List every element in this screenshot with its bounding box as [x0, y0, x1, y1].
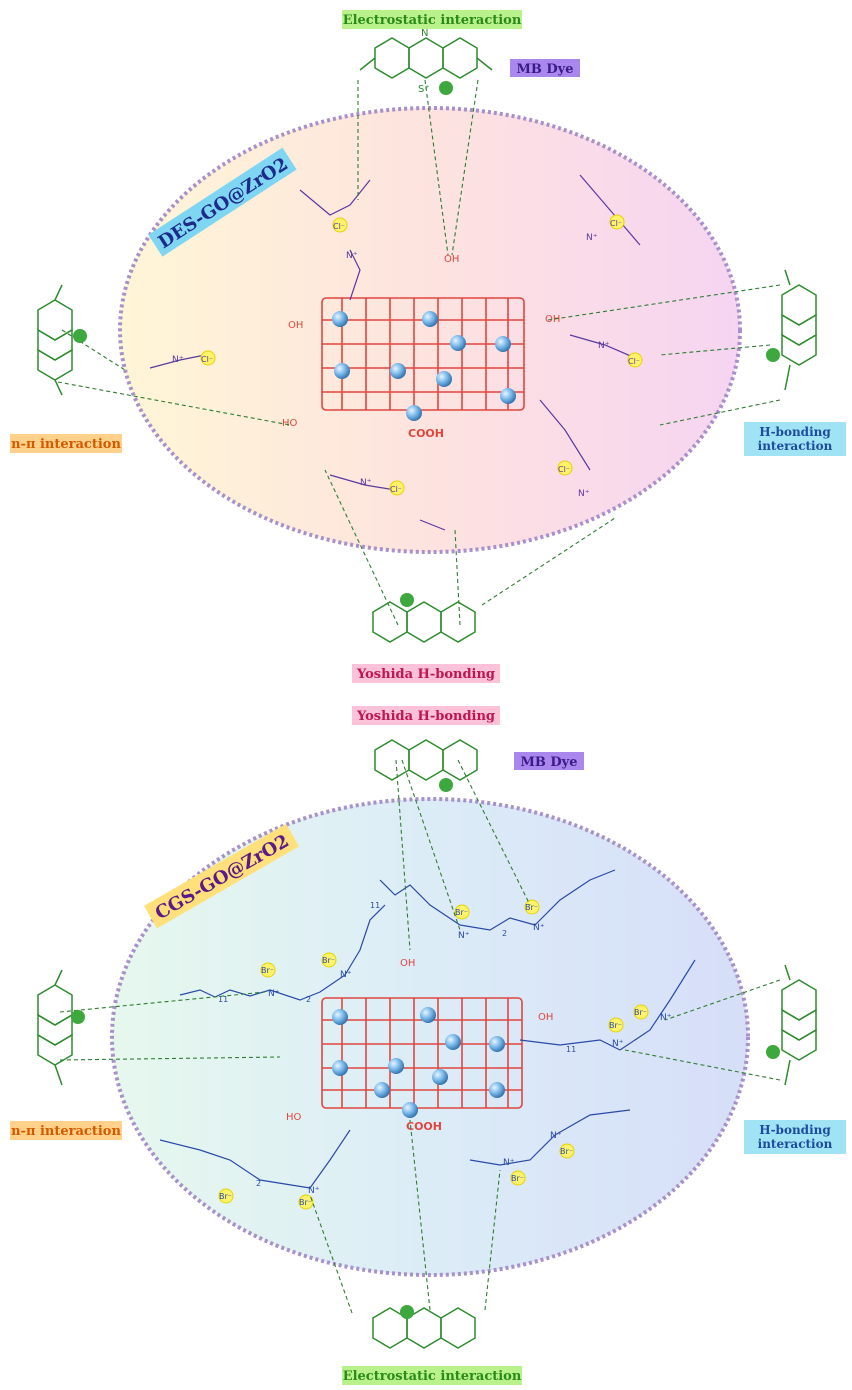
des-go-zro2-ellipse [118, 106, 742, 554]
mb-dye-right-top [781, 269, 817, 391]
electrostatic-label-bg-bottom [342, 1366, 522, 1385]
mb-dye-label-bg-bottom [514, 752, 584, 770]
cl-sphere-bottom-1 [439, 778, 453, 792]
cl-ion-top-1: Cl⁻ [333, 222, 345, 231]
zro2-spheres-bottom [332, 1007, 505, 1118]
br-ion-bottom-9: Br⁻ [560, 1147, 573, 1156]
bromide-ions-bottom [218, 899, 649, 1210]
n-plus-top-2: N⁺ [586, 233, 598, 243]
oh-label-bottom-2: OH [538, 1012, 553, 1023]
cl-sphere-top-1 [439, 81, 453, 95]
mb-dye-bottom-top [372, 601, 476, 643]
n-pi-label-bottom: n-π interaction [11, 1124, 121, 1139]
des-fragments-top [149, 174, 641, 531]
oh-label-top: OH [444, 254, 459, 265]
br-ion-bottom-2: Br⁻ [525, 903, 538, 912]
cl-sphere-top-2 [73, 329, 87, 343]
electrostatic-label-bottom: Electrostatic interaction [343, 1369, 522, 1384]
zro2-spheres-top [332, 311, 516, 421]
cl-ion-top-5: Cl⁻ [558, 465, 570, 474]
br-ion-bottom-7: Br⁻ [219, 1192, 232, 1201]
cgs-go-zro2-ellipse [110, 797, 750, 1277]
br-ion-bottom-5: Br⁻ [609, 1021, 622, 1030]
subscript-11-1: 11 [218, 995, 228, 1004]
n-pi-label-bg-top [10, 434, 122, 453]
cl-sphere-bottom-3 [766, 1045, 780, 1059]
mb-dye-left-top [37, 284, 73, 396]
yoshida-label-top: Yoshida H-bonding [356, 667, 495, 682]
electrostatic-label-bg-top [342, 10, 522, 29]
top-panel: COOH OH HO OH OH Cl⁻ Cl⁻ Cl⁻ Cl⁻ Cl⁻ [10, 10, 846, 683]
n-plus-top-6: N⁺ [578, 489, 590, 499]
cl-ion-top-4: Cl⁻ [628, 357, 640, 366]
br-ion-bottom-4: Br⁻ [322, 956, 335, 965]
ho-label-bottom: HO [286, 1112, 302, 1123]
ho-label-top: HO [282, 418, 298, 429]
n-plus-top-4: N⁺ [598, 341, 610, 351]
mb-dye-label-bottom: MB Dye [520, 755, 577, 770]
interaction-lines-top [57, 79, 781, 626]
n-plus-top-3: N⁺ [172, 355, 184, 365]
cl-sphere-top-3 [766, 348, 780, 362]
mb-dye-label-bg-top [510, 59, 580, 77]
cgs-chains-bottom [159, 869, 696, 1189]
oh-label-top-3: OH [545, 314, 560, 325]
n-plus-bottom-1: N⁺ [268, 989, 280, 999]
mb-dye-bottom-top-molecule [374, 739, 478, 781]
mb-dye-right-bottom [781, 964, 817, 1086]
br-ion-bottom-8: Br⁻ [299, 1198, 312, 1207]
n-plus-bottom-8: N⁺ [503, 1158, 515, 1168]
h-bonding-label-bg-top [744, 422, 846, 456]
mb-dye-top [359, 37, 493, 79]
oh-label-top-2: OH [288, 320, 303, 331]
n-plus-bottom-6: N⁺ [660, 1013, 672, 1023]
subscript-11-2: 11 [566, 1045, 576, 1054]
subscript-2-3: 2 [256, 1179, 261, 1188]
mb-n-top: N [421, 28, 428, 39]
cl-ion-top-2: Cl⁻ [610, 219, 622, 228]
oh-label-bottom-1: OH [400, 958, 415, 969]
n-plus-bottom-3: N⁺ [458, 931, 470, 941]
br-ion-bottom-1: Br⁻ [455, 908, 468, 917]
cl-ion-top-6: Cl⁻ [390, 485, 402, 494]
br-ion-bottom-3: Br⁻ [261, 966, 274, 975]
cl-ion-top-3: Cl⁻ [201, 355, 213, 364]
n-plus-bottom-7: N⁺ [308, 1186, 320, 1196]
cooh-label-top: COOH [408, 427, 444, 440]
chloride-ions-top [200, 214, 643, 496]
mb-s-top: S⁺ [418, 84, 430, 95]
n-plus-top-5: N⁺ [360, 478, 372, 488]
cl-sphere-bottom-4 [400, 1305, 414, 1319]
n-pi-label-top: n-π interaction [11, 437, 121, 452]
bottom-panel: COOH OH OH HO [10, 706, 846, 1385]
br-ion-bottom-10: Br⁻ [511, 1174, 524, 1183]
electrostatic-label-top: Electrostatic interaction [343, 13, 522, 28]
subscript-2-1: 2 [306, 995, 311, 1004]
n-plus-bottom-2: N⁺ [340, 970, 352, 980]
br-ion-bottom-6: Br⁻ [634, 1008, 647, 1017]
cl-sphere-bottom-2 [71, 1010, 85, 1024]
n-plus-top-1: N⁺ [346, 251, 358, 261]
yoshida-label-bottom: Yoshida H-bonding [356, 709, 495, 724]
mb-dye-label-top: MB Dye [516, 62, 573, 77]
yoshida-label-bg-bottom [352, 706, 500, 725]
mb-dye-left-bottom [37, 969, 73, 1086]
h-bonding-label-bg-bottom [744, 1120, 846, 1154]
subscript-2-2: 2 [502, 929, 507, 938]
mb-dye-bottom-bottom [372, 1307, 476, 1349]
n-plus-bottom-5: N⁺ [612, 1039, 624, 1049]
yoshida-label-bg-top [352, 664, 500, 683]
n-plus-bottom-9: N⁺ [550, 1131, 562, 1141]
n-plus-bottom-4: N⁺ [533, 923, 545, 933]
cl-sphere-top-4 [400, 593, 414, 607]
interaction-lines-bottom [59, 759, 781, 1314]
cooh-label-bottom: COOH [406, 1120, 442, 1133]
n-pi-label-bg-bottom [10, 1121, 122, 1140]
subscript-11-3: 11 [370, 901, 380, 910]
